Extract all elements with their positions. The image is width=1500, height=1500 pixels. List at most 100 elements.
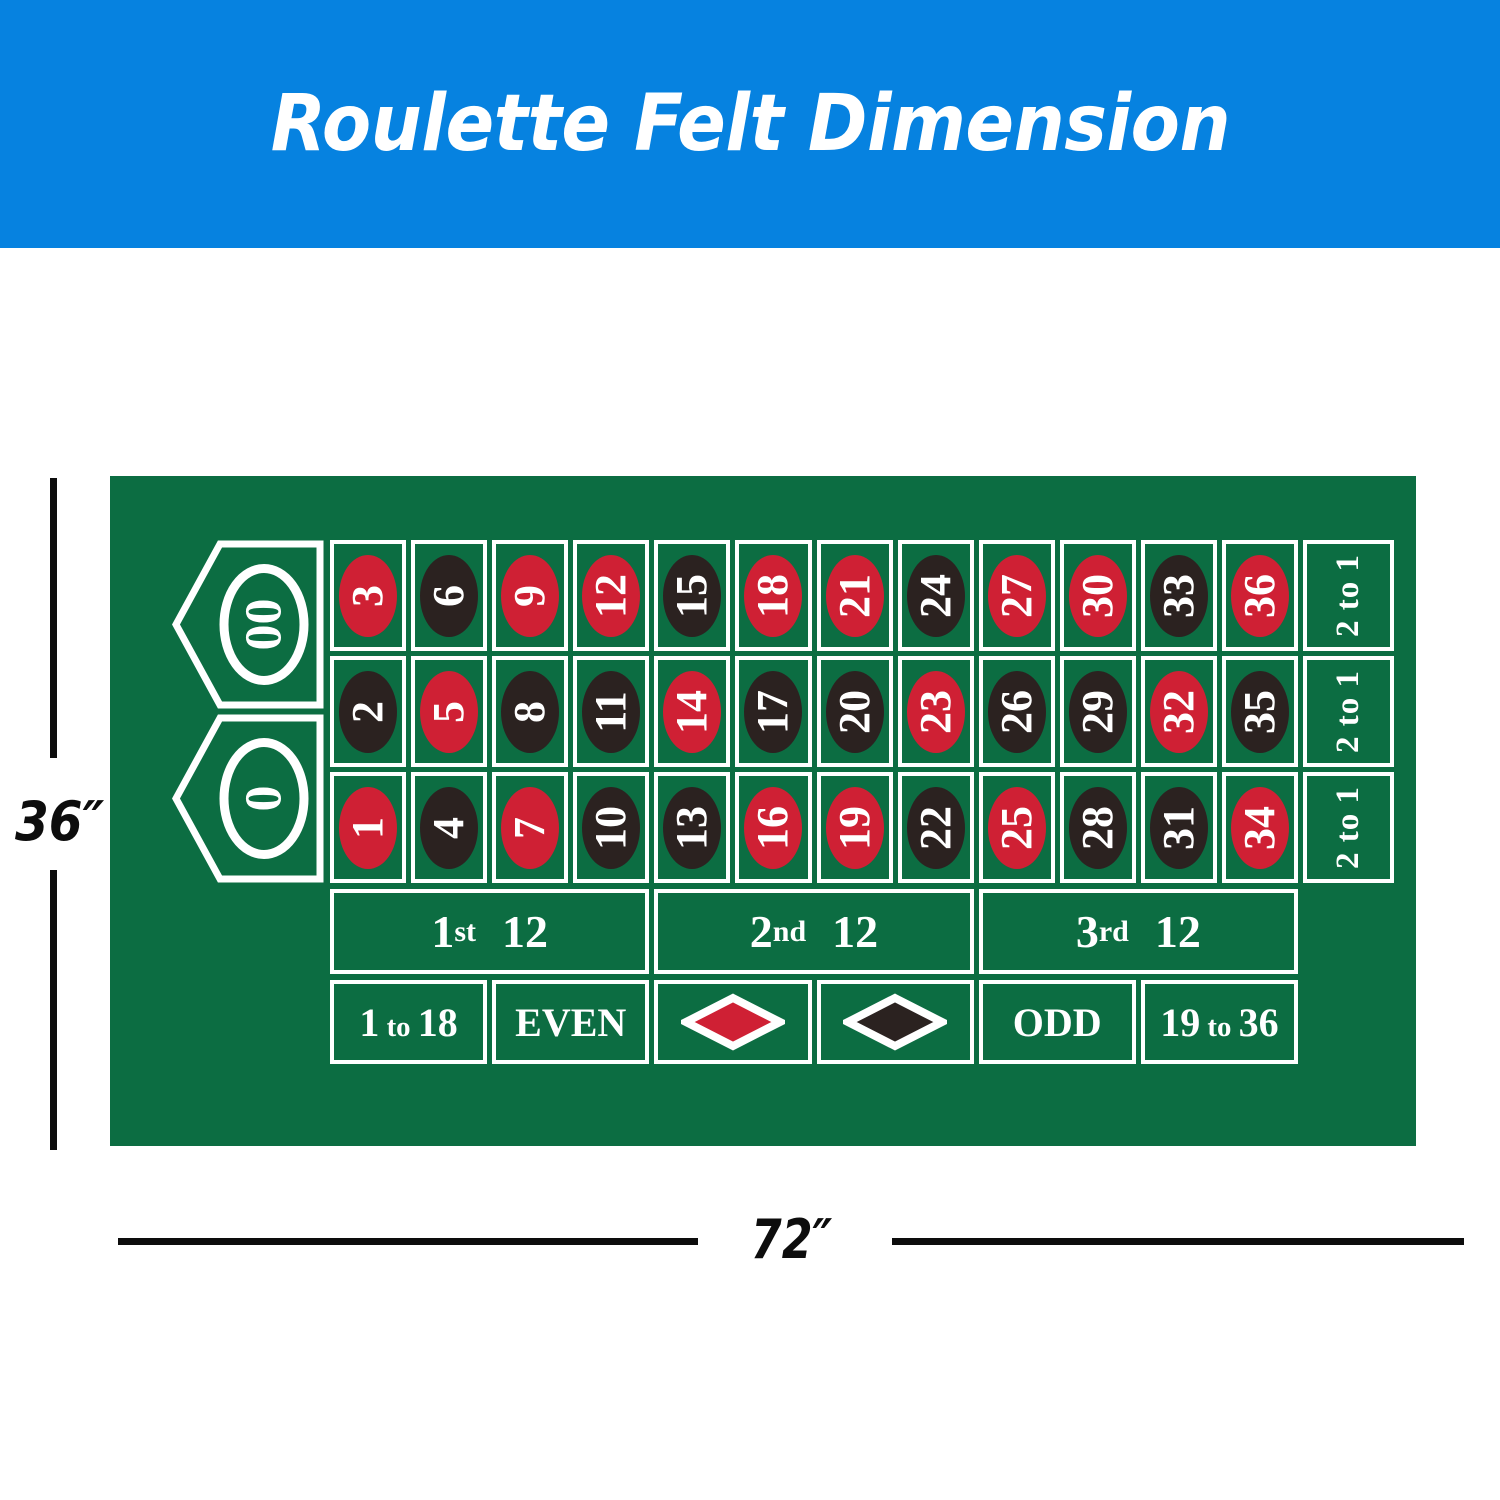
- bet-cell-column-2to1[interactable]: 2 to 1: [1303, 772, 1394, 883]
- number-chip-red: 14: [663, 670, 722, 753]
- zero-cell-outline-0: [172, 714, 324, 883]
- bet-cell-number[interactable]: 2: [330, 656, 407, 767]
- bet-cell-number[interactable]: 23: [897, 656, 974, 767]
- bet-cell-number[interactable]: 14: [654, 656, 731, 767]
- bet-cell-number[interactable]: 36: [1221, 540, 1298, 651]
- number-label: 8: [505, 700, 555, 723]
- number-label: 34: [1234, 805, 1284, 850]
- zero-cell-outline-00: [172, 540, 324, 709]
- number-label: 26: [991, 689, 1041, 734]
- number-label: 14: [667, 689, 717, 734]
- bet-cell-number[interactable]: 1: [330, 772, 407, 883]
- page-title: Roulette Felt Dimension: [270, 79, 1230, 169]
- bet-cell-00[interactable]: 00: [172, 540, 324, 709]
- outside-bet-label: 1 to 18: [359, 999, 458, 1045]
- bet-cell-number[interactable]: 29: [1059, 656, 1136, 767]
- number-label: 4: [424, 816, 474, 839]
- bet-cell-number[interactable]: 15: [654, 540, 731, 651]
- zero-label-00: 00: [236, 599, 293, 651]
- bet-cell-number[interactable]: 6: [411, 540, 488, 651]
- number-chip-red: 16: [744, 786, 803, 869]
- zero-section: 00 0: [172, 540, 324, 883]
- number-label: 36: [1234, 573, 1284, 618]
- width-dimension-line-right: [892, 1238, 1464, 1245]
- dozen-number: 2: [749, 906, 773, 957]
- number-label: 18: [748, 573, 798, 618]
- bet-cell-1-to-18[interactable]: 1 to 18: [330, 980, 488, 1064]
- number-chip-red: 18: [744, 554, 803, 637]
- bet-cell-number[interactable]: 9: [492, 540, 569, 651]
- number-label: 13: [667, 805, 717, 850]
- number-chip-black: 15: [663, 554, 722, 637]
- bet-cell-0[interactable]: 0: [172, 714, 324, 883]
- bet-cell-19-to-36[interactable]: 19 to 36: [1140, 980, 1298, 1064]
- dozen-ordinal: nd: [772, 914, 807, 948]
- bet-cell-black[interactable]: [816, 980, 974, 1064]
- number-label: 21: [829, 573, 879, 618]
- number-label: 15: [667, 573, 717, 618]
- bet-cell-number[interactable]: 31: [1140, 772, 1217, 883]
- bet-cell-even[interactable]: EVEN: [492, 980, 650, 1064]
- number-chip-red: 3: [339, 554, 398, 637]
- diamond-icon-red: [680, 993, 785, 1051]
- bet-cell-number[interactable]: 26: [978, 656, 1055, 767]
- bet-cell-number[interactable]: 10: [573, 772, 650, 883]
- number-label: 24: [910, 573, 960, 618]
- bet-cell-number[interactable]: 30: [1059, 540, 1136, 651]
- number-chip-red: 32: [1149, 670, 1208, 753]
- number-label: 12: [586, 573, 636, 618]
- bet-cell-number[interactable]: 22: [897, 772, 974, 883]
- dozen-number: 1: [431, 906, 455, 957]
- bet-cell-number[interactable]: 27: [978, 540, 1055, 651]
- bet-cell-number[interactable]: 18: [735, 540, 812, 651]
- bet-cell-number[interactable]: 21: [816, 540, 893, 651]
- number-chip-black: 2: [339, 670, 398, 753]
- number-chip-black: 26: [987, 670, 1046, 753]
- bet-cell-number[interactable]: 8: [492, 656, 569, 767]
- number-chip-red: 19: [825, 786, 884, 869]
- bet-cell-number[interactable]: 4: [411, 772, 488, 883]
- bet-cell-odd[interactable]: ODD: [978, 980, 1136, 1064]
- bet-cell-number[interactable]: 11: [573, 656, 650, 767]
- number-label: 27: [991, 573, 1041, 618]
- outside-bet-label: ODD: [1012, 999, 1102, 1045]
- bet-cell-column-2to1[interactable]: 2 to 1: [1303, 656, 1394, 767]
- number-label: 22: [910, 805, 960, 850]
- bet-cell-number[interactable]: 16: [735, 772, 812, 883]
- height-dimension-line-top: [50, 478, 57, 758]
- bet-cell-number[interactable]: 12: [573, 540, 650, 651]
- bet-cell-number[interactable]: 5: [411, 656, 488, 767]
- bet-cell-number[interactable]: 32: [1140, 656, 1217, 767]
- bet-cell-red[interactable]: [654, 980, 812, 1064]
- dozen-ordinal: rd: [1098, 914, 1129, 948]
- width-dimension-line-left: [118, 1238, 698, 1245]
- number-label: 28: [1072, 805, 1122, 850]
- bet-cell-column-2to1[interactable]: 2 to 1: [1303, 540, 1394, 651]
- number-chip-black: 20: [825, 670, 884, 753]
- number-chip-red: 23: [906, 670, 965, 753]
- number-label: 9: [505, 584, 555, 607]
- height-dimension-line-bottom: [50, 870, 57, 1150]
- number-label: 35: [1234, 689, 1284, 734]
- bet-cell-number[interactable]: 17: [735, 656, 812, 767]
- bet-cell-number[interactable]: 24: [897, 540, 974, 651]
- number-chip-black: 10: [582, 786, 641, 869]
- number-chip-red: 30: [1068, 554, 1127, 637]
- bet-cell-number[interactable]: 25: [978, 772, 1055, 883]
- bet-cell-number[interactable]: 33: [1140, 540, 1217, 651]
- bet-cell-number[interactable]: 13: [654, 772, 731, 883]
- number-chip-red: 12: [582, 554, 641, 637]
- bet-cell-number[interactable]: 35: [1221, 656, 1298, 767]
- bet-cell-number[interactable]: 7: [492, 772, 569, 883]
- bet-cell-number[interactable]: 28: [1059, 772, 1136, 883]
- bet-cell-number[interactable]: 19: [816, 772, 893, 883]
- bet-cell-number[interactable]: 20: [816, 656, 893, 767]
- number-chip-red: 9: [501, 554, 560, 637]
- bet-cell-number[interactable]: 34: [1221, 772, 1298, 883]
- bet-cell-number[interactable]: 3: [330, 540, 407, 651]
